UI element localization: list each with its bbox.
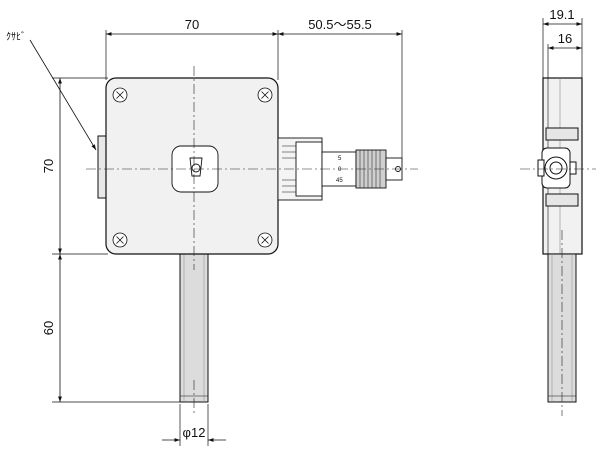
dim-post-60: 60 bbox=[41, 321, 56, 335]
corner-screws bbox=[112, 87, 273, 248]
wedge-label: ｸｻﾋﾞ bbox=[6, 31, 26, 43]
side-view bbox=[520, 18, 596, 416]
micrometer-tick-45: 45 bbox=[336, 178, 343, 184]
front-view: 5 0 45 bbox=[29, 30, 418, 446]
micrometer-tick-0: 0 bbox=[338, 167, 342, 173]
centerlines bbox=[86, 66, 418, 416]
micrometer-tick-5: 5 bbox=[338, 156, 342, 162]
dimension-lines bbox=[58, 32, 402, 442]
dim-width-70: 70 bbox=[185, 17, 199, 32]
dim-post-diameter: φ12 bbox=[183, 425, 206, 440]
dim-side-16: 16 bbox=[558, 31, 572, 46]
dim-side-19-1: 19.1 bbox=[549, 7, 574, 22]
dim-height-70: 70 bbox=[41, 159, 56, 173]
dim-micrometer-travel: 50.5～55.5 bbox=[308, 17, 372, 32]
wedge-leader bbox=[29, 39, 97, 151]
support-post bbox=[179, 253, 209, 403]
